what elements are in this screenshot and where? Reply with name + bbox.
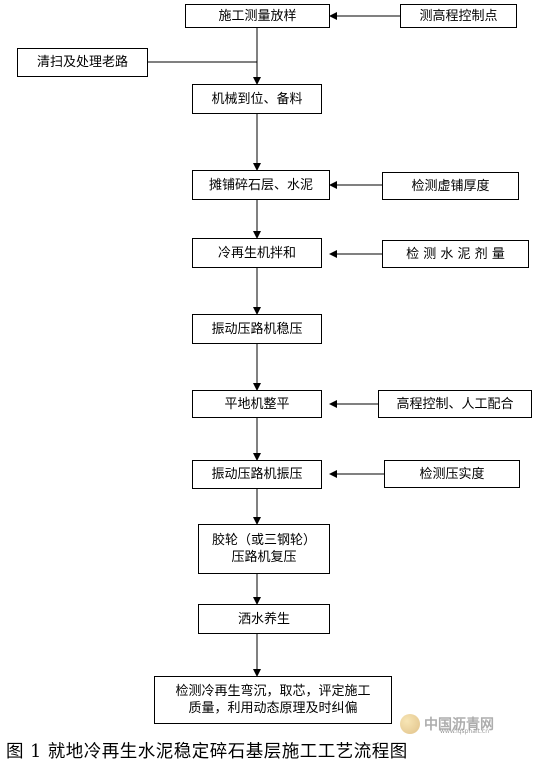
input-clean-old-road: 清扫及处理老路 xyxy=(17,48,148,77)
watermark: 中国沥青网 xyxy=(400,712,540,736)
step-vibratory-compaction: 振动压路机振压 xyxy=(192,460,322,489)
step-vibratory-stabilize: 振动压路机稳压 xyxy=(192,314,322,344)
watermark-url: www.lqsphalt.cn xyxy=(440,728,489,735)
step-grader-leveling: 平地机整平 xyxy=(192,390,322,418)
input-elevation-control-points: 测高程控制点 xyxy=(400,4,517,28)
step-final-inspection: 检测冷再生弯沉，取芯，评定施工 质量，利用动态原理及时纠偏 xyxy=(154,676,392,724)
step-spread-gravel-cement: 摊铺碎石层、水泥 xyxy=(192,170,330,200)
watermark-text: 中国沥青网 xyxy=(424,717,494,733)
step-machines-materials: 机械到位、备料 xyxy=(192,84,322,114)
input-compaction-check: 检测压实度 xyxy=(384,460,520,488)
step-survey-setout: 施工测量放样 xyxy=(185,4,330,28)
watermark-logo-icon xyxy=(400,714,420,734)
input-loose-thickness-check: 检测虚铺厚度 xyxy=(382,172,519,200)
input-elevation-manual: 高程控制、人工配合 xyxy=(378,390,532,418)
input-cement-dosage-check: 检 测 水 泥 剂 量 xyxy=(382,240,529,268)
step-water-curing: 洒水养生 xyxy=(198,604,330,634)
step-cold-recycler-mixing: 冷再生机拌和 xyxy=(192,238,322,268)
figure-caption: 图 1 就地冷再生水泥稳定碎石基层施工工艺流程图 xyxy=(6,742,408,762)
step-rubber-roller-recompaction: 胶轮（或三钢轮） 压路机复压 xyxy=(198,524,330,574)
